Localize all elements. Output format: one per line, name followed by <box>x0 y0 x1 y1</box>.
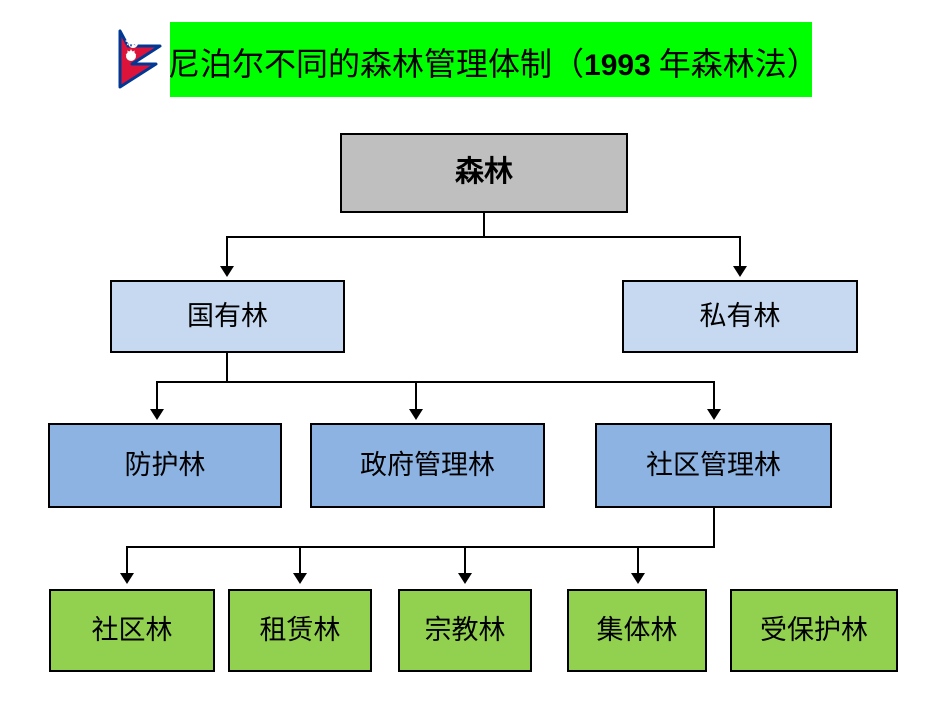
node-label: 社区管理林 <box>646 449 781 480</box>
page-title: 尼泊尔不同的森林管理体制（1993 年森林法） <box>168 38 828 90</box>
title-year: 1993 <box>584 49 651 82</box>
edge-state-to-protection <box>156 381 158 411</box>
node-religious-forest[interactable]: 宗教林 <box>398 589 532 672</box>
node-label: 防护林 <box>124 449 206 480</box>
arrowhead-to-state-forest <box>220 266 234 277</box>
arrowhead-to-protection-forest <box>150 409 164 420</box>
title-prefix: 尼泊尔不同的森林管理体制（ <box>168 46 585 82</box>
node-forest-root[interactable]: 森林 <box>340 133 628 213</box>
arrowhead-to-community-forest <box>120 573 134 584</box>
node-protection-forest[interactable]: 防护林 <box>48 423 282 508</box>
node-label: 租赁林 <box>259 614 341 645</box>
edge-state-stem <box>226 353 228 382</box>
edge-root-to-private <box>739 236 741 268</box>
edge-root-bus <box>226 236 741 238</box>
edge-community-bus <box>126 546 715 548</box>
node-label: 私有林 <box>699 300 781 331</box>
edge-state-to-government <box>415 381 417 411</box>
node-leasehold-forest[interactable]: 租赁林 <box>228 589 372 672</box>
node-label: 受保护林 <box>760 614 868 645</box>
edge-to-leasehold-forest <box>299 546 301 575</box>
node-community-managed-forest[interactable]: 社区管理林 <box>595 423 832 508</box>
node-government-managed-forest[interactable]: 政府管理林 <box>310 423 545 508</box>
node-state-forest[interactable]: 国有林 <box>110 280 345 353</box>
edge-root-stem <box>483 213 485 238</box>
edge-to-community-forest <box>126 546 128 575</box>
edge-to-religious-forest <box>464 546 466 575</box>
node-label: 集体林 <box>596 614 678 645</box>
edge-state-to-community-managed <box>713 381 715 411</box>
node-label: 森林 <box>454 156 513 189</box>
arrowhead-to-leasehold-forest <box>293 573 307 584</box>
node-community-forest[interactable]: 社区林 <box>49 589 215 672</box>
arrowhead-to-religious-forest <box>458 573 472 584</box>
title-banner <box>170 22 812 97</box>
edge-community-stem <box>713 508 715 548</box>
edge-to-collective-forest <box>637 546 639 575</box>
arrowhead-to-community-managed-forest <box>707 409 721 420</box>
node-private-forest[interactable]: 私有林 <box>622 280 858 353</box>
edge-state-bus <box>156 381 715 383</box>
arrowhead-to-collective-forest <box>631 573 645 584</box>
node-protected-forest[interactable]: 受保护林 <box>730 589 898 672</box>
node-label: 政府管理林 <box>360 449 495 480</box>
edge-root-to-state <box>226 236 228 268</box>
title-suffix: 年森林法） <box>650 46 819 82</box>
arrowhead-to-government-forest <box>409 409 423 420</box>
nepal-flag-icon <box>116 28 174 90</box>
node-label: 国有林 <box>187 300 268 331</box>
node-label: 社区林 <box>91 614 173 645</box>
node-collective-forest[interactable]: 集体林 <box>567 589 707 672</box>
arrowhead-to-private-forest <box>733 266 747 277</box>
node-label: 宗教林 <box>424 614 506 645</box>
